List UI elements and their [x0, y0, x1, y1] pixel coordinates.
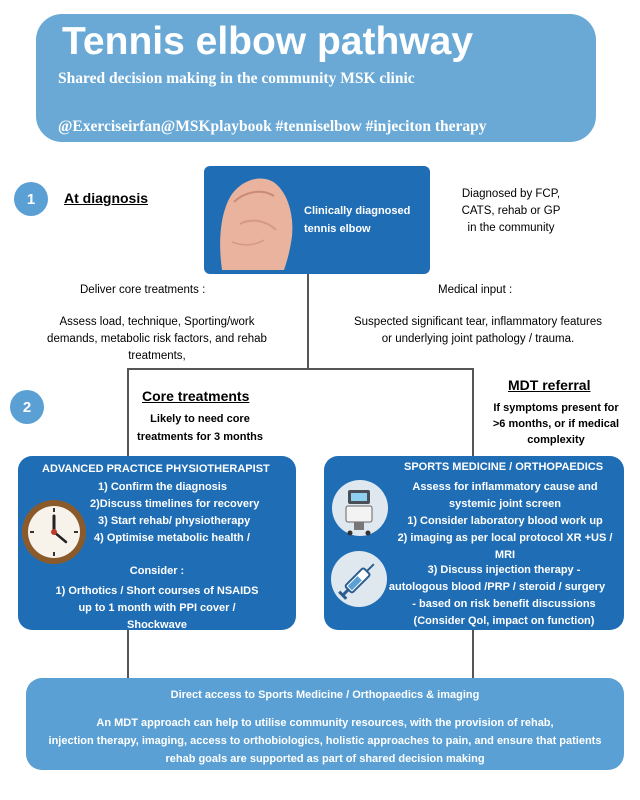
sports-panel-block-2: 3) Discuss injection therapy - autologou… [380, 562, 628, 630]
sports-panel-line-1: Assess for inflammatory cause and [412, 481, 598, 493]
mdt-referral-sub-line-3: complexity [527, 434, 585, 446]
diagnosed-by-line-1: Diagnosed by FCP, [461, 188, 561, 200]
footer-line-2: injection therapy, imaging, access to or… [48, 735, 602, 747]
sports-panel-line-8: - based on risk benefit discussions [412, 598, 596, 610]
physio-item-3: 3) Start rehab/ physiotherapy [98, 515, 251, 527]
diagnosed-by-line-2: CATS, rehab or GP [461, 205, 561, 217]
medical-input-text: Suspected significant tear, inflammatory… [328, 314, 628, 348]
connector-right-footer [472, 630, 474, 678]
sports-panel-line-5: MRI [494, 549, 516, 561]
sports-panel-line-3: 1) Consider laboratory blood work up [407, 515, 603, 527]
mdt-referral-sub: If symptoms present for >6 months, or if… [478, 400, 634, 448]
footer-line-3: rehab goals are supported as part of sha… [165, 753, 485, 765]
connector-left-down [127, 368, 129, 456]
footer-body: An MDT approach can help to utilise comm… [26, 714, 624, 768]
physio-item-1: 1) Confirm the diagnosis [98, 481, 227, 493]
physio-item-2: 2)Discuss timelines for recovery [90, 498, 260, 510]
ultrasound-machine-icon [332, 480, 388, 536]
page-title: Tennis elbow pathway [62, 20, 474, 63]
core-treatments-line-1: Assess load, technique, Sporting/work [59, 316, 255, 328]
sports-panel-block-1: Assess for inflammatory cause and system… [388, 479, 622, 564]
hashtags: @Exerciseirfan@MSKplaybook #tenniselbow … [58, 118, 487, 135]
physio-items: 1) Confirm the diagnosis 2)Discuss timel… [90, 479, 259, 547]
step-1-badge: 1 [14, 182, 48, 216]
clock-icon [22, 500, 86, 564]
physio-consider: Consider : 1) Orthotics / Short courses … [18, 563, 296, 634]
diagnosed-by-line-3: in the community [467, 222, 555, 234]
connector-left-footer [127, 630, 129, 678]
physio-consider-line-3: Shockwave [127, 619, 187, 631]
medical-input-line-1: Suspected significant tear, inflammatory… [353, 316, 602, 328]
core-treatments-sub: Likely to need core treatments for 3 mon… [126, 410, 274, 446]
mdt-referral-sub-line-2: >6 months, or if medical [492, 418, 620, 430]
core-treatments-sub-line-2: treatments for 3 months [137, 431, 263, 443]
core-treatments-heading: Core treatments [142, 388, 250, 404]
sports-panel-title: SPORTS MEDICINE / ORTHOPAEDICS [404, 461, 604, 473]
medical-input-title: Medical input : [438, 284, 513, 296]
connector-right-down [472, 368, 474, 456]
physio-item-4: 4) Optimise metabolic health / [94, 532, 250, 544]
step-2-badge: 2 [10, 390, 44, 424]
diagnosis-label-line-1: Clinically diagnosed [304, 205, 411, 217]
physio-panel-title: ADVANCED PRACTICE PHYSIOTHERAPIST [42, 463, 270, 475]
footer-title: Direct access to Sports Medicine / Ortho… [170, 689, 480, 701]
physio-consider-title: Consider : [129, 565, 185, 577]
connector-vertical-top [307, 274, 309, 370]
sports-panel-line-9: (Consider Qol, impact on function) [413, 615, 595, 627]
diagnosed-by: Diagnosed by FCP, CATS, rehab or GP in t… [446, 186, 576, 237]
sports-panel-line-4: 2) imaging as per local protocol XR +US … [397, 532, 613, 544]
footer-line-1: An MDT approach can help to utilise comm… [96, 717, 554, 729]
mdt-referral-sub-line-1: If symptoms present for [493, 402, 619, 414]
core-treatments-line-2: demands, metabolic risk factors, and reh… [47, 333, 267, 345]
medical-input-line-2: or underlying joint pathology / trauma. [381, 333, 575, 345]
connector-horizontal [127, 368, 474, 370]
core-treatments-line-3: treatments, [128, 350, 186, 362]
elbow-photo-icon [220, 178, 293, 270]
physio-consider-line-2: up to 1 month with PPI cover / [78, 602, 236, 614]
core-treatments-sub-line-1: Likely to need core [150, 413, 250, 425]
header-banner [36, 14, 596, 142]
core-treatments-text: Assess load, technique, Sporting/work de… [12, 314, 302, 365]
sports-panel-line-6: 3) Discuss injection therapy - [427, 564, 581, 576]
sports-panel-line-7: autologous blood /PRP / steroid / surger… [388, 581, 606, 593]
step-1-heading: At diagnosis [64, 190, 149, 206]
page-subtitle: Shared decision making in the community … [58, 70, 415, 87]
core-treatments-title: Deliver core treatments : [80, 284, 206, 296]
syringe-icon [331, 551, 387, 607]
sports-panel-line-2: systemic joint screen [449, 498, 561, 510]
physio-consider-line-1: 1) Orthotics / Short courses of NSAIDS [55, 585, 259, 597]
mdt-referral-heading: MDT referral [508, 377, 591, 393]
footer-banner [26, 678, 624, 770]
diagnosis-label-line-2: tennis elbow [304, 223, 371, 235]
diagnosis-label: Clinically diagnosed tennis elbow [304, 202, 410, 238]
